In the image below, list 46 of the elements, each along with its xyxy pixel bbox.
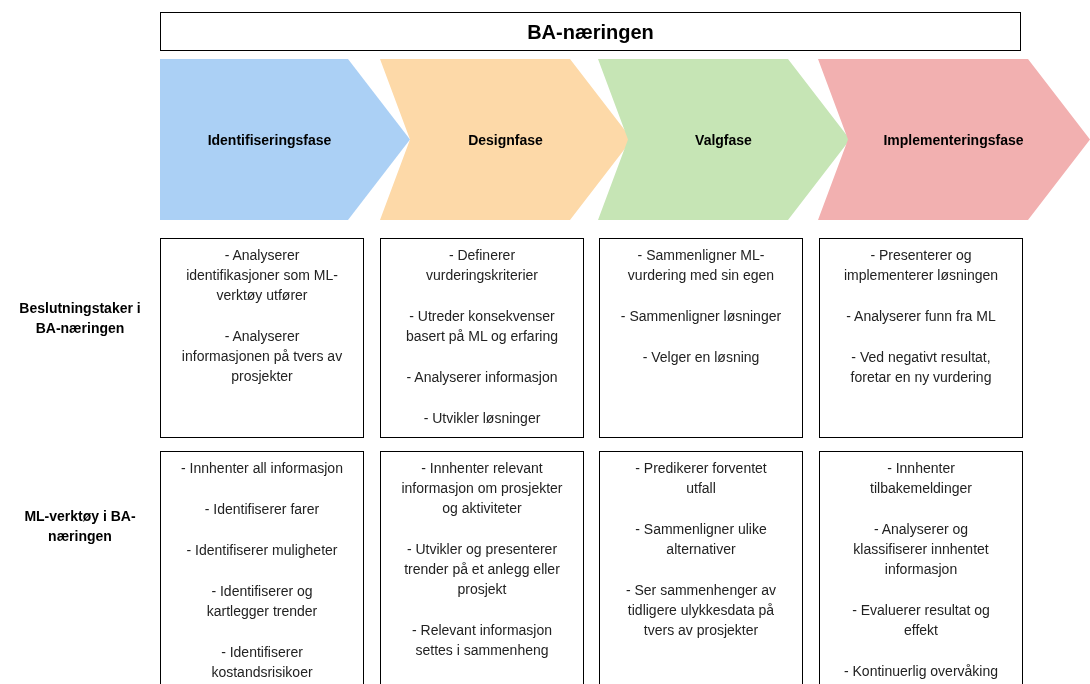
title-text: BA-næringen	[527, 21, 654, 42]
bullet-text: - Sammenligner ulike alternativer	[634, 520, 768, 559]
phase-banner	[598, 59, 850, 220]
bullet-text: - Analyserer identifikasjoner som ML-verktøy utfører	[185, 246, 339, 305]
bullet-text: - Definerer vurderingskriterier	[424, 246, 539, 285]
bullet-text: - Evaluerer resultat og effekt	[851, 601, 991, 640]
phase-banner	[160, 59, 410, 220]
bullet-text: - Utvikler løsninger	[423, 409, 541, 428]
text-box	[599, 451, 803, 684]
text-box	[819, 238, 1023, 438]
text-box	[599, 238, 803, 438]
phase-label: Designfase	[468, 130, 543, 150]
bullet-text: - Relevant informasjon settes i sammenheng	[410, 621, 554, 660]
bullet-text: - Ser sammenhenger av tidligere ulykkesdata på tvers av prosjekter	[624, 581, 778, 640]
text-box	[380, 451, 584, 684]
phase-label: Valgfase	[695, 130, 752, 150]
bullet-text: - Predikerer forventet utfall	[634, 459, 768, 498]
phase-label: Implementeringsfase	[883, 130, 1024, 150]
phase-label: Identifiseringsfase	[207, 130, 332, 150]
text-box	[160, 451, 364, 684]
text-box	[819, 451, 1023, 684]
title-box	[160, 12, 1021, 51]
bullet-text: - Analyserer funn fra ML	[846, 307, 996, 326]
bullet-text: - Sammenligner løsninger	[620, 307, 782, 326]
bullet-text: - Utreder konsekvenser basert på ML og erfaring	[405, 307, 559, 346]
bullet-text: - Analyserer informasjon	[406, 368, 558, 387]
bullet-text: - Innhenter relevant informasjon om prosjekter og aktiviteter	[401, 459, 563, 518]
bullet-text: - Innhenter tilbakemeldinger	[869, 459, 973, 498]
bullet-text: - Sammenligner ML-vurdering med sin egen	[626, 246, 776, 285]
bullet-text: - Identifiserer farer	[204, 500, 320, 519]
bullet-text: - Identifiserer kostandsrisikoer	[210, 643, 314, 682]
phase-banner	[818, 59, 1090, 220]
bullet-text: - Analyserer informasjonen på tvers av prosjekter	[181, 327, 343, 386]
text-box	[160, 238, 364, 438]
bullet-text: - Kontinuerlig overvåking	[843, 662, 999, 681]
text-box	[380, 238, 584, 438]
row-label: Beslutningstaker i BA-næringen	[18, 299, 142, 338]
bullet-text: - Ved negativt resultat, foretar en ny vurdering	[849, 348, 993, 387]
bullet-text: - Presenterer og implementerer løsningen	[842, 246, 1000, 285]
bullet-text: - Identifiserer og kartlegger trender	[205, 582, 319, 621]
row-label: ML-verktøy i BA-næringen	[23, 507, 137, 546]
bullet-text: - Velger en løsning	[642, 348, 760, 367]
bullet-text: - Analyserer og klassifiserer innhentet informasjon	[852, 520, 990, 579]
bullet-text: - Innhenter all informasjon	[181, 459, 343, 478]
bullet-text: - Utvikler og presenterer trender på et anlegg eller prosjekt	[403, 540, 561, 599]
bullet-text: - Identifiserer muligheter	[186, 541, 338, 560]
